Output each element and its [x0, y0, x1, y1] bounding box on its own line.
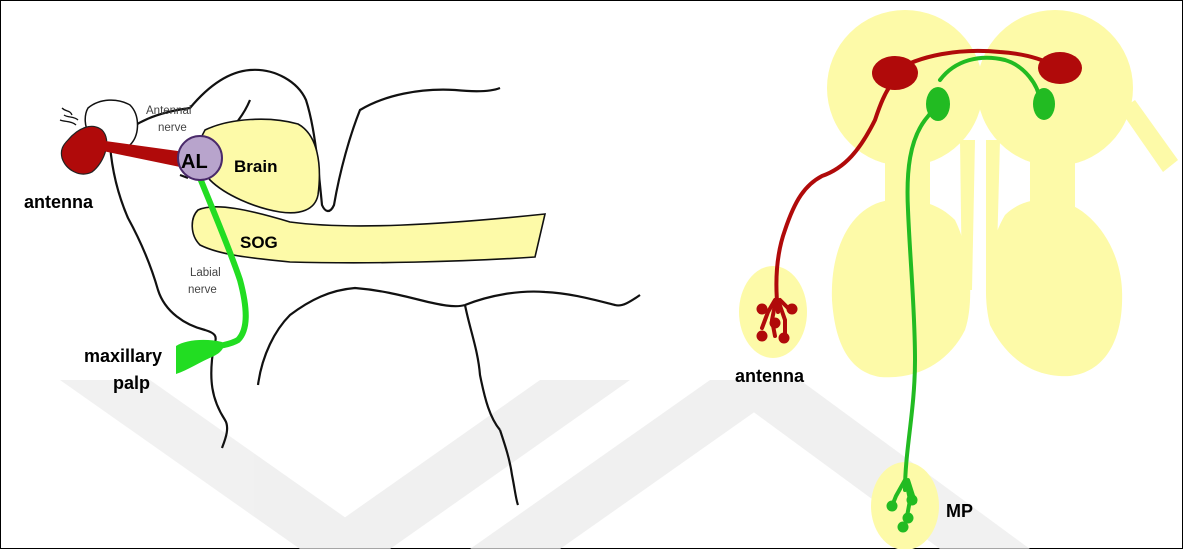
- mp-glomerulus-left: [926, 87, 950, 121]
- sog-label: SOG: [240, 233, 278, 252]
- antenna-glomerulus-left: [872, 56, 918, 90]
- mp-glomerulus-right: [1033, 88, 1055, 120]
- antenna-glomerulus-right: [1038, 52, 1082, 84]
- antenna-label-left: antenna: [24, 192, 94, 212]
- mp-label: MP: [946, 501, 973, 521]
- labial-nerve-label-line2: nerve: [188, 284, 217, 296]
- antenna-label-right: antenna: [735, 366, 805, 386]
- antennal-nerve-label-line2: nerve: [158, 122, 187, 134]
- antennal-lobe-label: AL: [181, 151, 208, 173]
- antennal-nerve-label-line1: Antennal: [146, 105, 191, 117]
- labial-nerve-label-line1: Labial: [190, 267, 221, 279]
- maxillary-palp-label-line2: palp: [113, 373, 150, 393]
- brain-label: Brain: [234, 157, 277, 176]
- maxillary-palp: [176, 340, 224, 374]
- maxillary-palp-label-line1: maxillary: [84, 346, 162, 366]
- labial-nerve: [192, 178, 246, 350]
- antenna-hairs: [60, 108, 78, 125]
